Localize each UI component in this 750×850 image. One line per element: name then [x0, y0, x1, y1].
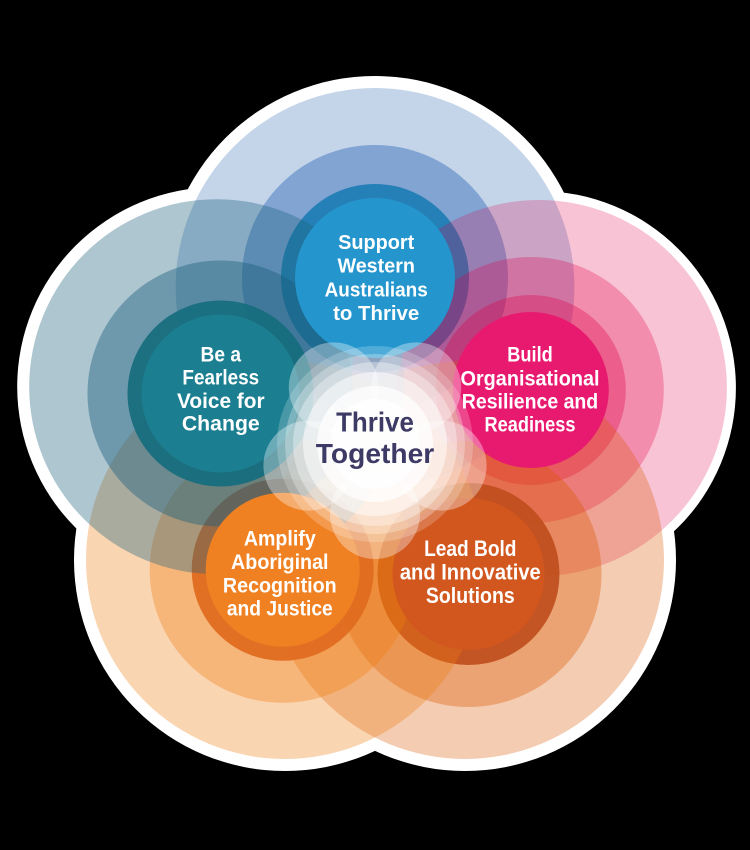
- svg-text:Voice for: Voice for: [177, 390, 265, 413]
- svg-text:Resilience and: Resilience and: [462, 391, 598, 414]
- svg-text:Lead Bold: Lead Bold: [424, 536, 516, 561]
- svg-text:to Thrive: to Thrive: [333, 302, 419, 325]
- svg-text:Amplify: Amplify: [244, 527, 316, 550]
- svg-text:Western: Western: [337, 255, 415, 278]
- svg-text:Aboriginal: Aboriginal: [231, 551, 329, 574]
- svg-text:and Innovative: and Innovative: [400, 560, 541, 585]
- svg-text:Australians: Australians: [325, 278, 428, 301]
- svg-text:Together: Together: [316, 438, 435, 469]
- svg-text:Solutions: Solutions: [426, 583, 515, 608]
- svg-text:Change: Change: [182, 413, 260, 436]
- svg-text:Recognition: Recognition: [223, 574, 337, 597]
- svg-text:Thrive: Thrive: [336, 406, 414, 437]
- svg-text:Organisational: Organisational: [461, 368, 600, 391]
- svg-text:Build: Build: [507, 344, 553, 367]
- svg-text:and Justice: and Justice: [227, 598, 333, 621]
- svg-text:Readiness: Readiness: [485, 413, 576, 436]
- svg-text:Be a: Be a: [201, 343, 242, 366]
- svg-text:Fearless: Fearless: [182, 366, 259, 389]
- svg-text:Support: Support: [338, 231, 414, 254]
